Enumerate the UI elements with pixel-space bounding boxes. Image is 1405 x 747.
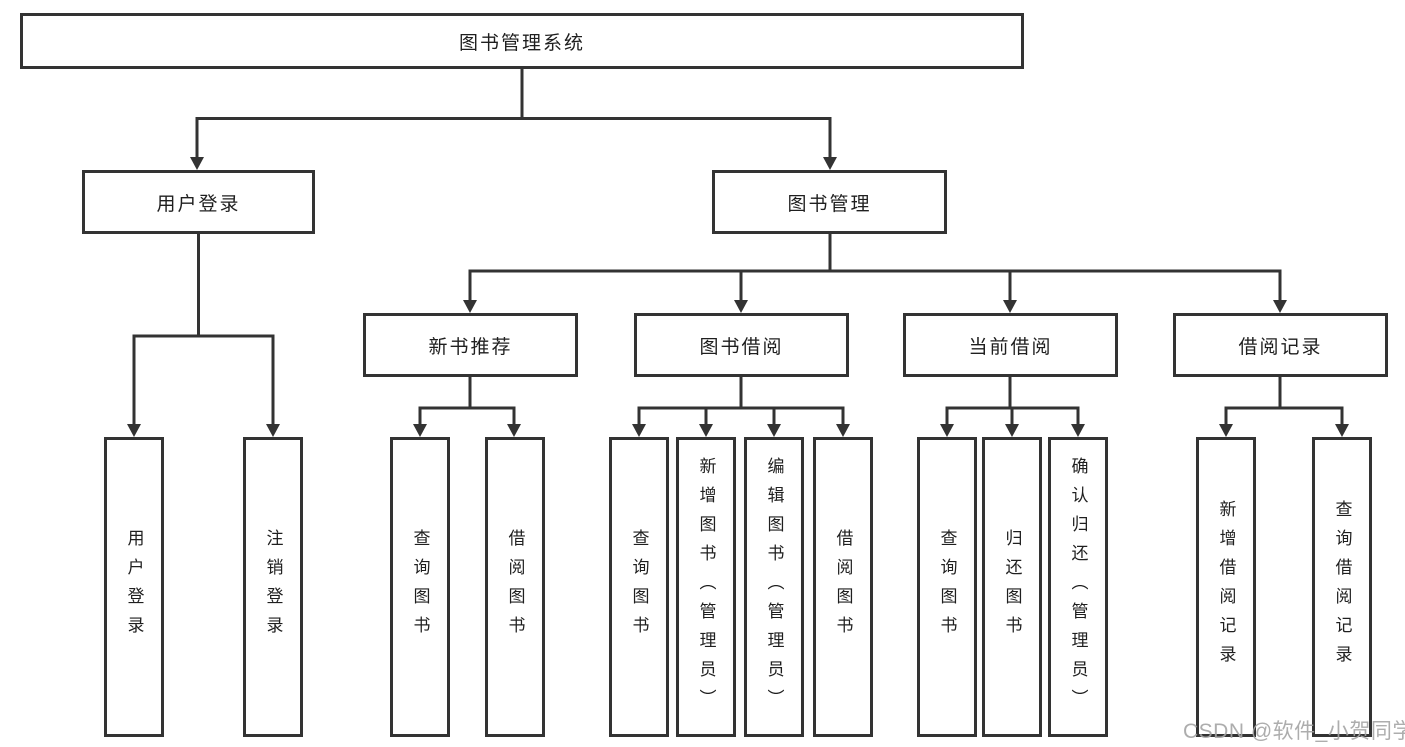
node-current-borrowing-label: 当前借阅 (968, 336, 1053, 358)
leaf-query-books-recommend: 查询图书 (390, 437, 450, 737)
leaf-return-book-label: 归还图书 (1002, 529, 1022, 645)
leaf-borrow-books-recommend-label: 借阅图书 (505, 529, 525, 645)
leaf-add-borrow-record-label: 新增借阅记录 (1216, 500, 1236, 674)
node-book-borrowing-label: 图书借阅 (699, 336, 784, 358)
leaf-borrow-books-recommend: 借阅图书 (485, 437, 545, 737)
node-root: 图书管理系统 (20, 13, 1024, 69)
leaf-query-books-borrowing: 查询图书 (609, 437, 669, 737)
node-current-borrowing: 当前借阅 (903, 313, 1118, 377)
node-new-book-recommend: 新书推荐 (363, 313, 578, 377)
leaf-borrow-books-borrowing: 借阅图书 (813, 437, 873, 737)
leaf-add-borrow-record: 新增借阅记录 (1196, 437, 1256, 737)
leaf-user-login: 用户登录 (104, 437, 164, 737)
leaf-query-books-recommend-label: 查询图书 (410, 529, 430, 645)
leaf-query-books-current: 查询图书 (917, 437, 977, 737)
node-book-borrowing: 图书借阅 (634, 313, 849, 377)
node-root-label: 图书管理系统 (458, 32, 585, 54)
leaf-query-borrow-record: 查询借阅记录 (1312, 437, 1372, 737)
leaf-edit-book-admin-label: 编辑图书（管理员） (764, 456, 784, 718)
connector-lines (132, 69, 1344, 426)
leaf-logout-label: 注销登录 (263, 529, 283, 645)
leaf-user-login-label: 用户登录 (124, 529, 144, 645)
leaf-add-book-admin: 新增图书（管理员） (676, 437, 736, 737)
arrowheads (127, 157, 1349, 437)
leaf-query-books-current-label: 查询图书 (937, 529, 957, 645)
leaf-confirm-return-admin-label: 确认归还（管理员） (1068, 456, 1088, 718)
node-borrowing-records: 借阅记录 (1173, 313, 1388, 377)
node-book-management-label: 图书管理 (787, 193, 872, 215)
leaf-confirm-return-admin: 确认归还（管理员） (1048, 437, 1108, 737)
leaf-borrow-books-borrowing-label: 借阅图书 (833, 529, 853, 645)
node-user-login: 用户登录 (82, 170, 315, 234)
csdn-watermark: CSDN @软件_小贺同学 (1183, 720, 1405, 743)
node-new-book-recommend-label: 新书推荐 (428, 336, 513, 358)
node-user-login-label: 用户登录 (156, 193, 241, 215)
leaf-query-books-borrowing-label: 查询图书 (629, 529, 649, 645)
leaf-return-book: 归还图书 (982, 437, 1042, 737)
leaf-edit-book-admin: 编辑图书（管理员） (744, 437, 804, 737)
leaf-query-borrow-record-label: 查询借阅记录 (1332, 500, 1352, 674)
leaf-logout: 注销登录 (243, 437, 303, 737)
leaf-add-book-admin-label: 新增图书（管理员） (696, 456, 716, 718)
node-borrowing-records-label: 借阅记录 (1238, 336, 1323, 358)
node-book-management: 图书管理 (712, 170, 947, 234)
